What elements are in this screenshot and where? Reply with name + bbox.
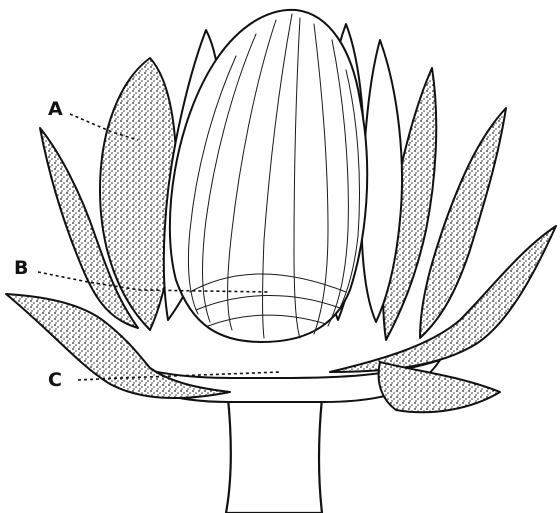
label-b: B <box>14 257 28 279</box>
stalk <box>226 398 322 513</box>
label-a: A <box>48 98 63 120</box>
label-c: C <box>48 369 62 391</box>
